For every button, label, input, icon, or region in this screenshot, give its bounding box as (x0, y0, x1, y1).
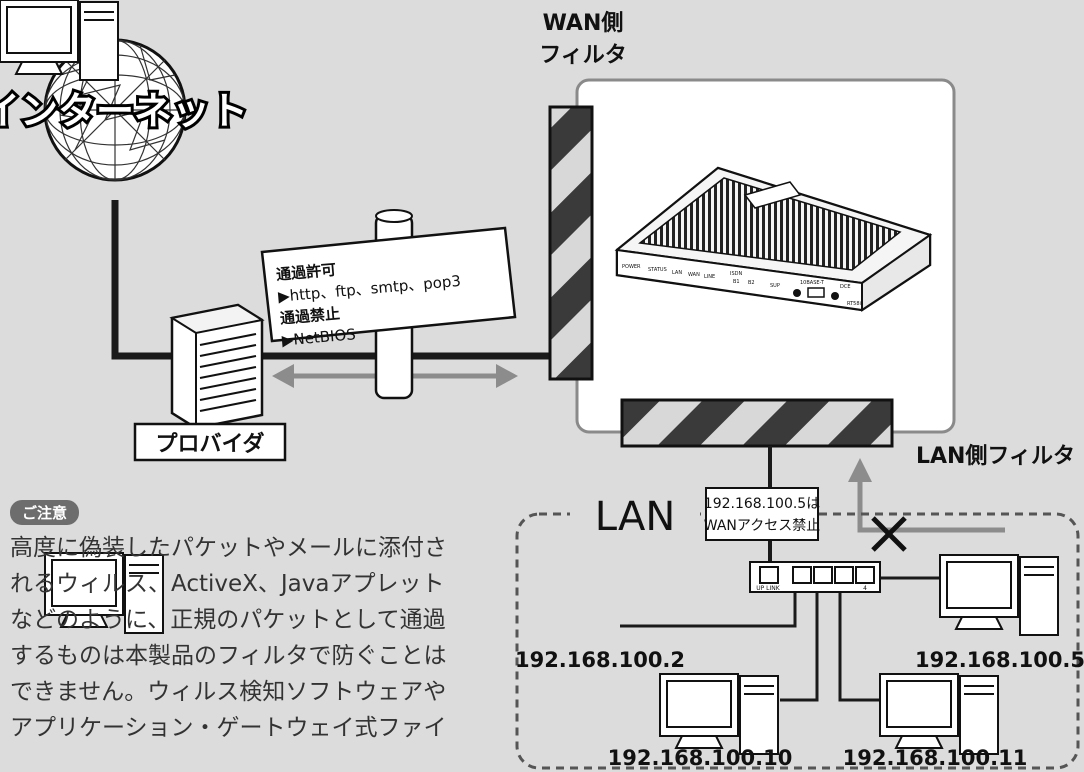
router-front-label: WAN (688, 272, 700, 278)
provider-server-icon (169, 303, 265, 430)
notice-line: するものは本製品のフィルタで防ぐことは (10, 643, 447, 669)
pc-ip-label: 192.168.100.5 (915, 648, 1084, 672)
router-front-label: 10BASE-T (800, 280, 825, 286)
pc-ip-label: 192.168.100.2 (515, 648, 685, 672)
wan-filter-barrier (548, 105, 594, 381)
hub-port-4-label: 4 (863, 585, 867, 592)
filter-rule-sign (260, 209, 517, 400)
router-front-label: DCE (840, 284, 851, 290)
lan-filter-label: LAN側フィルタ (916, 444, 1075, 469)
pc-icon (0, 0, 119, 81)
router-front-label: POWER (622, 264, 641, 270)
pc-ip-label: 192.168.100.11 (843, 746, 1028, 770)
lan-filter-barrier (620, 398, 894, 448)
pc-ip-label: 192.168.100.10 (608, 746, 793, 770)
notice-line: れるウィルス、ActiveX、Javaアプレット (10, 571, 445, 597)
lan-cables (620, 576, 940, 702)
lan-label: LAN (595, 494, 676, 540)
lan-label-bg (570, 494, 700, 534)
callout-line-2: WANアクセス禁止 (704, 518, 820, 534)
hub-uplink-label: UP LINK (756, 585, 781, 592)
blocked-x-icon (871, 516, 907, 552)
router-front-label: LINE (704, 274, 715, 280)
router-front-label: B1 (733, 279, 740, 285)
sign-deny-title: 通過禁止 (279, 304, 340, 327)
sign-allow-title: 通過許可 (275, 261, 336, 284)
notice-text: 高度に偽装したパケットやメールに添付さ れるウィルス、ActiveX、Javaア… (0, 530, 520, 746)
lan-callout (705, 487, 819, 541)
provider-label-box (133, 422, 287, 462)
router-front-label: ISDN (730, 271, 742, 277)
router-front-label: RT58i (847, 301, 861, 307)
switching-hub-icon (749, 561, 881, 593)
blocked-path-arrow (848, 458, 1005, 533)
provider-label: プロバイダ (155, 431, 264, 457)
router-front-label: SUP (770, 283, 780, 289)
notice-badge: ご注意 (10, 500, 80, 525)
notice-line: できません。ウィルス検知ソフトウェアや (10, 679, 447, 705)
router-front-label: LAN (672, 270, 682, 276)
callout-line-1: 192.168.100.5は (704, 496, 820, 512)
router-device-icon (614, 166, 933, 312)
router-front-label: STATUS (648, 267, 667, 273)
wan-filter-label-2: フィルタ (539, 43, 627, 68)
router-front-label: B2 (748, 280, 755, 286)
notice-line: 高度に偽装したパケットやメールに添付さ (10, 535, 447, 561)
wan-filter-label-1: WAN側 (543, 11, 624, 36)
notice-line: などのように、正規のパケットとして通過 (10, 607, 446, 633)
notice-line: アプリケーション・ゲートウェイ式ファイ (10, 715, 447, 741)
internet-label: インターネット (0, 89, 248, 133)
